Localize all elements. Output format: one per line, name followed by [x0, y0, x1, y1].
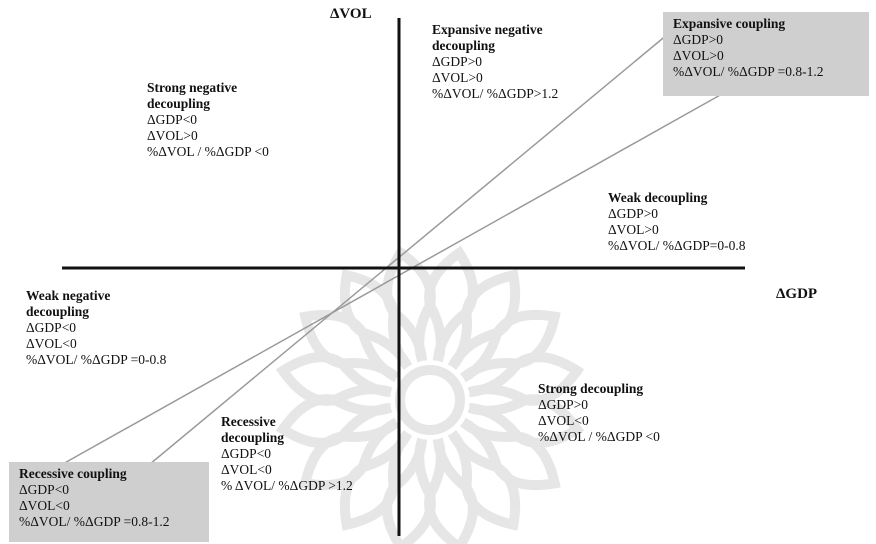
region-condition-vol: ΔVOL<0 — [26, 336, 77, 351]
region-title: Weak negative — [26, 288, 111, 303]
region-condition-ratio: %ΔVOL/ %ΔGDP =0.8-1.2 — [673, 64, 824, 79]
region-recessive-decoupling: Recessive decoupling ΔGDP<0 ΔVOL<0 % ΔVO… — [221, 414, 353, 494]
region-condition-ratio: %ΔVOL / %ΔGDP <0 — [147, 144, 269, 159]
watermark-petal — [424, 484, 478, 544]
region-title: Recessive coupling — [19, 466, 127, 481]
region-condition-vol: ΔVOL<0 — [221, 462, 272, 477]
region-condition-ratio: %ΔVOL / %ΔGDP <0 — [538, 429, 660, 444]
region-weak-decoupling: Weak decoupling ΔGDP>0 ΔVOL>0 %ΔVOL/ %ΔG… — [608, 190, 745, 254]
region-condition-vol: ΔVOL<0 — [538, 413, 589, 428]
rosette-watermark-icon — [275, 245, 585, 544]
y-axis-label: ΔVOL — [330, 6, 372, 22]
diagonal-line-shallow — [44, 93, 723, 475]
region-condition-ratio: %ΔVOL/ %ΔGDP =0.8-1.2 — [19, 514, 170, 529]
watermark-petal — [514, 352, 585, 406]
region-title: decoupling — [432, 38, 496, 53]
region-weak-negative-decoupling: Weak negative decoupling ΔGDP<0 ΔVOL<0 %… — [26, 288, 166, 368]
region-title: Expansive negative — [432, 22, 543, 37]
region-title: Expansive coupling — [673, 16, 786, 31]
region-expansive-negative-decoupling: Expansive negative decoupling ΔGDP>0 ΔVO… — [432, 22, 558, 102]
region-title: Strong decoupling — [538, 381, 644, 396]
region-condition-gdp: ΔGDP<0 — [19, 482, 70, 497]
region-condition-vol: ΔVOL>0 — [432, 70, 483, 85]
diagonal-line-steep — [137, 33, 669, 475]
region-condition-vol: ΔVOL>0 — [673, 48, 724, 63]
region-strong-negative-decoupling: Strong negative decoupling ΔGDP<0 ΔVOL>0… — [147, 80, 269, 160]
region-condition-gdp: ΔGDP<0 — [26, 320, 77, 335]
region-condition-ratio: % ΔVOL/ %ΔGDP >1.2 — [221, 478, 353, 493]
region-title: decoupling — [147, 96, 211, 111]
region-condition-vol: ΔVOL>0 — [608, 222, 659, 237]
region-condition-gdp: ΔGDP<0 — [147, 112, 198, 127]
region-condition-gdp: ΔGDP>0 — [673, 32, 724, 47]
region-condition-vol: ΔVOL>0 — [147, 128, 198, 143]
watermark-center — [395, 365, 465, 435]
x-axis-label: ΔGDP — [776, 286, 818, 302]
region-title: Strong negative — [147, 80, 238, 95]
region-title: Weak decoupling — [608, 190, 708, 205]
region-condition-ratio: %ΔVOL/ %ΔGDP =0-0.8 — [26, 352, 167, 367]
region-recessive-coupling: Recessive coupling ΔGDP<0 ΔVOL<0 %ΔVOL/ … — [9, 462, 209, 542]
region-condition-gdp: ΔGDP>0 — [432, 54, 483, 69]
region-condition-ratio: %ΔVOL/ %ΔGDP>1.2 — [432, 86, 559, 101]
region-title: decoupling — [221, 430, 285, 445]
region-strong-decoupling: Strong decoupling ΔGDP>0 ΔVOL<0 %ΔVOL / … — [538, 381, 660, 445]
region-condition-gdp: ΔGDP<0 — [221, 446, 272, 461]
region-condition-vol: ΔVOL<0 — [19, 498, 70, 513]
region-title: Recessive — [221, 414, 276, 429]
region-expansive-coupling: Expansive coupling ΔGDP>0 ΔVOL>0 %ΔVOL/ … — [663, 12, 869, 96]
region-condition-gdp: ΔGDP>0 — [538, 397, 589, 412]
region-condition-gdp: ΔGDP>0 — [608, 206, 659, 221]
region-title: decoupling — [26, 304, 90, 319]
region-condition-ratio: %ΔVOL/ %ΔGDP=0-0.8 — [608, 238, 746, 253]
